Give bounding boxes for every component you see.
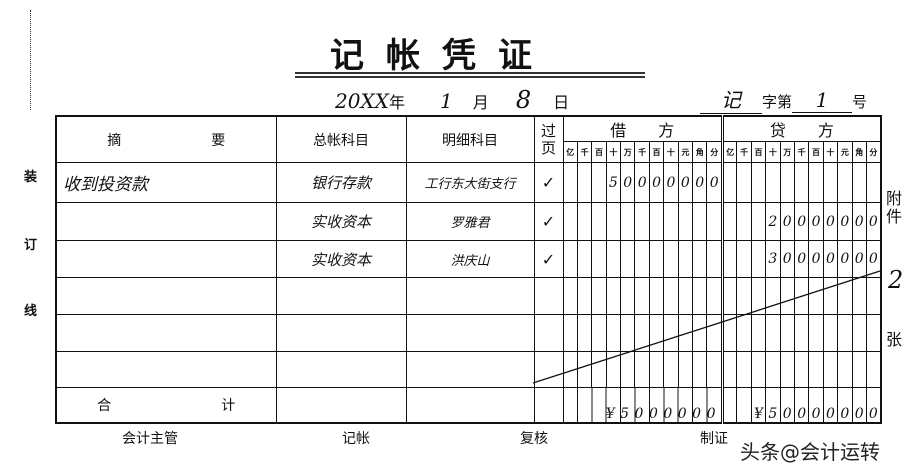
- total-text: 合: [97, 397, 112, 414]
- title-underline: [295, 72, 645, 74]
- total-text: 计: [221, 397, 236, 414]
- binding-label: 线: [24, 304, 38, 319]
- attachment-unit: 张: [886, 330, 903, 349]
- total-credit-digit-cell: 0: [865, 387, 882, 423]
- header-debit: 借 方: [562, 115, 724, 142]
- entry-row: [55, 277, 882, 315]
- watermark: 头条@会计运转: [740, 440, 880, 464]
- reviewer-label: 复核: [520, 431, 548, 447]
- summary-cell: [55, 240, 277, 278]
- summary-cell: [55, 202, 277, 241]
- header-text: 摘: [107, 132, 122, 149]
- total-debit-cell: ¥5000000: [562, 387, 724, 423]
- voucher-table: 摘要总帐科目明细科目过页借 方贷 方亿千百十万千百十元角分亿千百十万千百十元角分…: [55, 115, 882, 424]
- summary-cell: [55, 351, 277, 388]
- detail-account-cell: 罗雅君: [405, 202, 535, 241]
- bookkeeper-label: 记帐: [342, 431, 370, 447]
- attachment-label: 附件: [886, 189, 903, 226]
- header-summary: 摘要: [55, 115, 277, 163]
- posted-check-cell: ✓: [533, 162, 564, 203]
- empty-cell: [533, 387, 564, 423]
- header-text: 要: [211, 132, 226, 149]
- entry-row: [55, 314, 882, 352]
- general-account-cell: [275, 277, 407, 315]
- total-debit-amount: ¥5000000: [605, 405, 721, 422]
- header-detail-account: 明细科目: [405, 115, 535, 163]
- supervisor-label: 会计主管: [122, 431, 178, 447]
- title-underline: [295, 76, 645, 78]
- posted-check-cell: [533, 277, 564, 315]
- binding-dotted-line: [30, 10, 31, 110]
- total-label: 合计: [55, 387, 277, 423]
- empty-cell: [275, 387, 407, 423]
- detail-account-cell: 洪庆山: [405, 240, 535, 278]
- header-row: 摘要总帐科目明细科目过页借 方贷 方: [55, 115, 882, 163]
- general-account-cell: 实收资本: [275, 202, 407, 241]
- detail-account-cell: [405, 277, 535, 315]
- preparer-label: 制证: [700, 431, 728, 447]
- binding-label: 装: [24, 170, 38, 185]
- header-general-account: 总帐科目: [275, 115, 407, 163]
- voucher-title: 记帐凭证: [330, 36, 554, 76]
- binding-label: 订: [24, 238, 38, 253]
- attachment-count: 2: [888, 266, 904, 294]
